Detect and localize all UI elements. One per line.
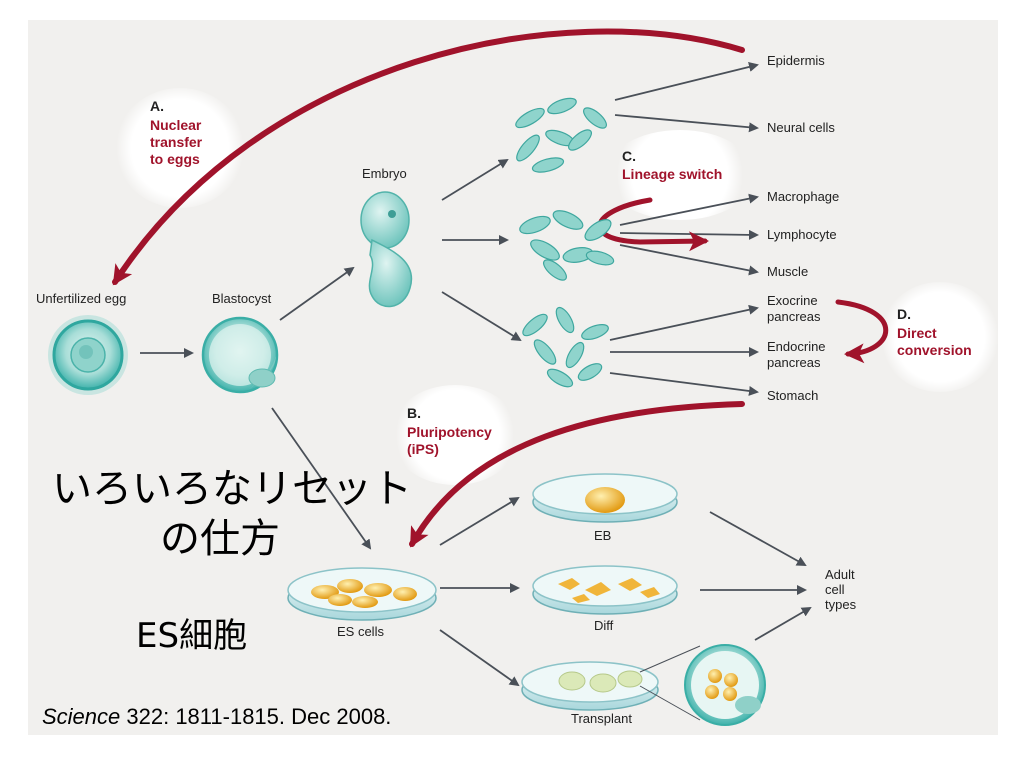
label-exocrine-line1: Exocrine bbox=[767, 293, 818, 308]
arrow-to-muscle bbox=[619, 244, 759, 276]
arrow-embryo-to-lower-cells bbox=[441, 291, 522, 342]
label-muscle: Muscle bbox=[767, 264, 809, 279]
label-diff: Diff bbox=[594, 618, 614, 633]
citation-journal: Science bbox=[42, 704, 121, 729]
overlay-title-line1: いろいろなリセット bbox=[52, 466, 412, 512]
glow-b bbox=[390, 385, 520, 485]
arrow-es-to-eb bbox=[439, 496, 520, 546]
cell-cluster-lower bbox=[522, 306, 609, 388]
cell-cluster-upper bbox=[515, 97, 607, 173]
magnified-blastocyst-icon bbox=[684, 644, 766, 726]
arrow-es-to-transplant bbox=[439, 629, 520, 687]
glow-a bbox=[115, 88, 245, 208]
annotation-b-line1: Pluripotency bbox=[407, 424, 492, 440]
label-adult-line3: types bbox=[825, 597, 857, 612]
red-arrow-nuclear-transfer bbox=[112, 28, 745, 286]
diff-dish-icon bbox=[532, 565, 678, 615]
label-stomach: Stomach bbox=[767, 388, 819, 403]
gray-arrows bbox=[140, 62, 812, 687]
arrow-embryo-to-upper-cells bbox=[441, 158, 509, 201]
red-arrow-pluripotency bbox=[409, 401, 745, 548]
es-cells-dish-icon bbox=[287, 567, 437, 621]
red-arrow-direct-conversion bbox=[835, 299, 888, 364]
arrow-transplant-to-adult bbox=[754, 606, 812, 641]
label-adult-line2: cell bbox=[825, 582, 845, 597]
annotation-a-line2: transfer bbox=[150, 134, 203, 150]
arrow-to-neural bbox=[614, 114, 759, 133]
arrow-blastocyst-to-es bbox=[271, 407, 372, 550]
annotation-c-letter: C. bbox=[622, 148, 636, 164]
arrow-to-macrophage bbox=[619, 193, 759, 226]
citation: Science 322: 1811-1815. Dec 2008. bbox=[42, 704, 391, 730]
citation-details: 322: 1811-1815. Dec 2008. bbox=[120, 704, 392, 729]
label-adult-line1: Adult bbox=[825, 567, 855, 582]
annotation-d-line2: conversion bbox=[897, 342, 972, 358]
label-endocrine-line2: pancreas bbox=[767, 355, 821, 370]
arrow-to-stomach bbox=[609, 372, 759, 396]
arrow-eb-to-adult bbox=[709, 511, 807, 566]
annotation-a-line3: to eggs bbox=[150, 151, 200, 167]
label-epidermis: Epidermis bbox=[767, 53, 825, 68]
arrow-to-epidermis bbox=[614, 62, 759, 101]
red-arrow-lineage-switch bbox=[597, 197, 709, 252]
glow-d bbox=[880, 282, 1000, 392]
annotation-c-text: Lineage switch bbox=[622, 166, 723, 182]
label-unfertilized-egg: Unfertilized egg bbox=[36, 291, 127, 306]
annotation-a-letter: A. bbox=[150, 98, 164, 114]
arrow-to-exocrine bbox=[609, 304, 759, 341]
label-macrophage: Macrophage bbox=[767, 189, 840, 204]
unfertilized-egg-icon bbox=[48, 315, 128, 395]
arrow-to-lymphocyte bbox=[619, 229, 759, 240]
overlay-title-line2: の仕方 bbox=[160, 516, 280, 562]
cell-cluster-middle bbox=[519, 210, 615, 281]
label-es-cells: ES cells bbox=[337, 624, 384, 639]
annotation-d-line1: Direct bbox=[897, 325, 937, 341]
label-lymphocyte: Lymphocyte bbox=[767, 227, 837, 242]
blastocyst-icon bbox=[201, 316, 279, 394]
annotation-b-letter: B. bbox=[407, 405, 421, 421]
label-embryo: Embryo bbox=[362, 166, 407, 181]
embryo-icon bbox=[360, 191, 413, 308]
eb-dish-icon bbox=[532, 473, 678, 523]
arrow-blastocyst-to-embryo bbox=[279, 266, 355, 321]
annotation-d-letter: D. bbox=[897, 306, 911, 322]
label-endocrine-line1: Endocrine bbox=[767, 339, 826, 354]
label-eb: EB bbox=[594, 528, 612, 543]
label-blastocyst: Blastocyst bbox=[212, 291, 272, 306]
label-exocrine-line2: pancreas bbox=[767, 309, 821, 324]
label-transplant: Transplant bbox=[571, 711, 632, 726]
transplant-dish-icon bbox=[521, 645, 701, 721]
overlay-es-label: ES細胞 bbox=[136, 616, 248, 656]
annotation-a-line1: Nuclear bbox=[150, 117, 202, 133]
annotation-b-line2: (iPS) bbox=[407, 441, 439, 457]
label-neural-cells: Neural cells bbox=[767, 120, 835, 135]
